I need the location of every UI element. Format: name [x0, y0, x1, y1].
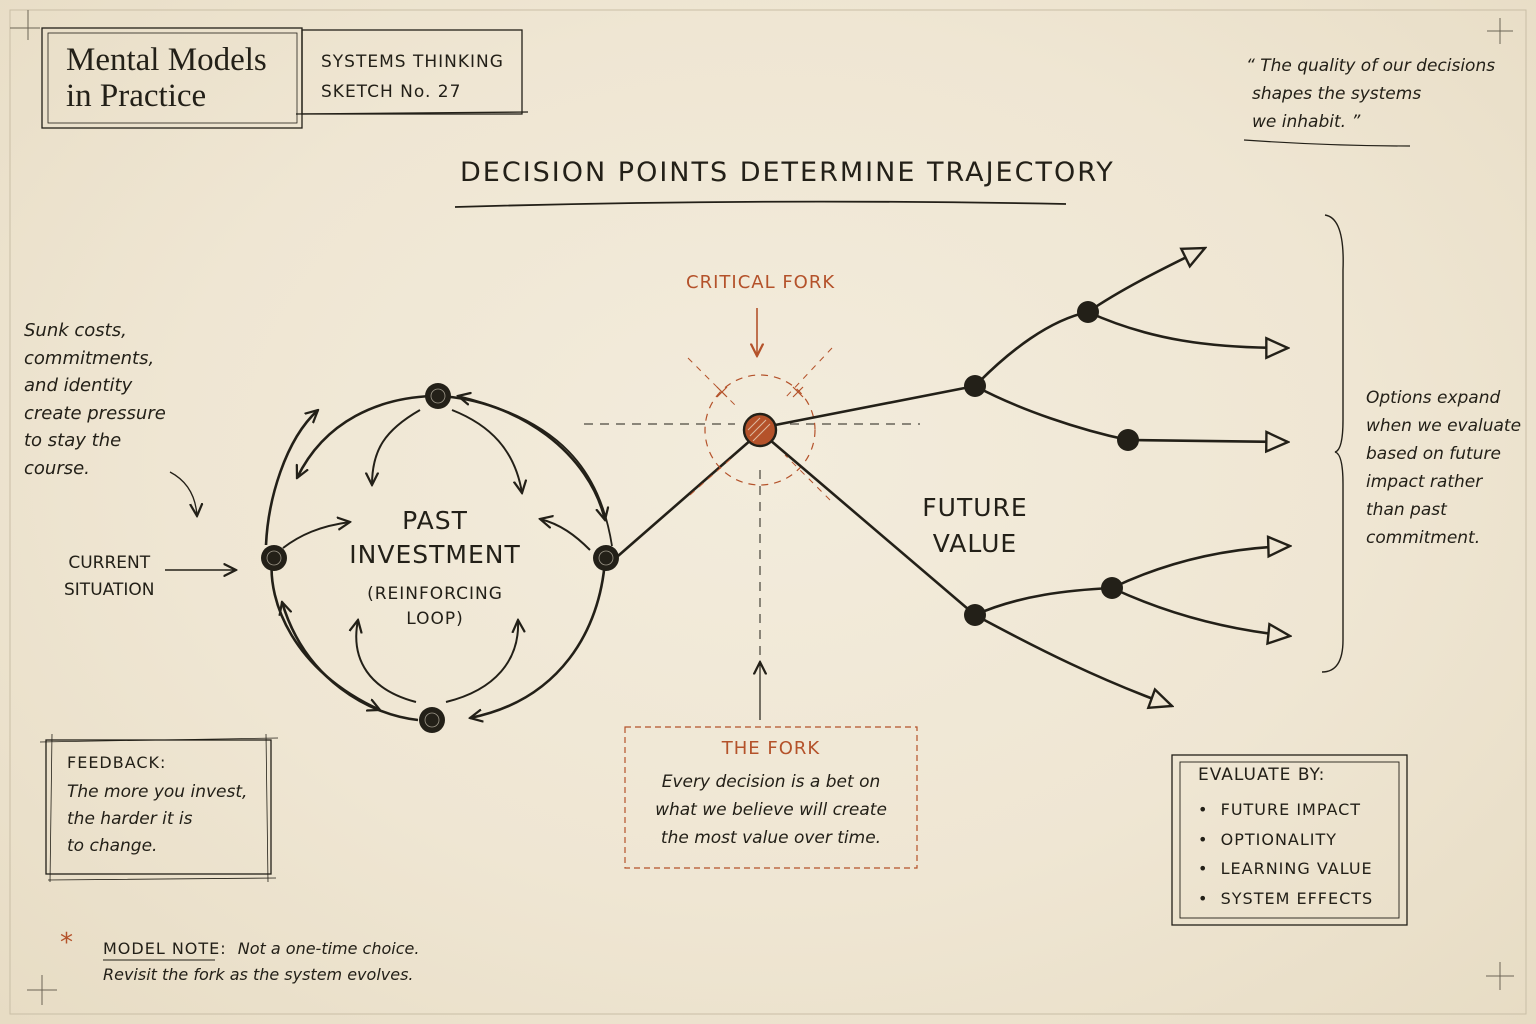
current-situation-line-2: SITUATION	[64, 580, 155, 600]
right-note-line-2: when we evaluate	[1366, 416, 1522, 436]
feedback-line-1: The more you invest,	[67, 782, 248, 802]
future-value-line-1: FUTURE	[922, 493, 1028, 522]
quote-underline	[1243, 139, 1411, 147]
fork-guides	[584, 308, 920, 720]
evaluate-item-1: • FUTURE IMPACT	[1198, 800, 1362, 819]
header-title: Mental Models in Practice	[66, 42, 267, 114]
feedback-box-frame	[39, 733, 279, 883]
fork-line-3: the most value over time.	[660, 828, 882, 848]
evaluate-item-3-text: LEARNING VALUE	[1220, 859, 1373, 878]
evaluate-item-2: • OPTIONALITY	[1198, 829, 1338, 849]
main-title: DECISION POINTS DETERMINE TRAJECTORY	[460, 157, 1115, 188]
critical-fork-node	[742, 412, 778, 448]
right-brace	[1321, 214, 1344, 673]
evaluate-item-1-text: FUTURE IMPACT	[1220, 800, 1362, 819]
reinforcing-loop	[264, 396, 613, 720]
left-note: Sunk costs, commitments, and identity cr…	[24, 317, 166, 482]
header-subtitle: SYSTEMS THINKING SKETCH No. 27	[321, 47, 504, 107]
left-note-line-2: commitments,	[24, 347, 155, 369]
model-note-line-1: MODEL NOTE: Not a one-time choice.	[103, 939, 419, 958]
left-note-line-5: to stay the	[24, 430, 122, 451]
paper-border	[9, 9, 1527, 1015]
evaluate-item-4-text: SYSTEM EFFECTS	[1220, 888, 1374, 908]
feedback-line-3: to change.	[67, 836, 158, 856]
title-underline	[454, 200, 1067, 208]
branch-tree	[769, 248, 1290, 706]
right-note-line-6: commitment.	[1366, 528, 1481, 548]
evaluate-box-title: EVALUATE BY:	[1198, 765, 1326, 785]
left-note-arrow	[169, 471, 197, 516]
fork-box-frame	[624, 726, 918, 869]
model-note-asterisk: *	[60, 928, 73, 958]
header-subtitle-line-2: SKETCH No. 27	[321, 82, 462, 102]
quote-line-3: we inhabit. ”	[1252, 112, 1361, 132]
header-subtitle-line-1: SYSTEMS THINKING	[321, 52, 504, 72]
loop-nodes	[261, 383, 619, 733]
left-note-line-4: create pressure	[24, 402, 166, 424]
quote: “ The quality of our decisions shapes th…	[1246, 52, 1495, 136]
loop-title-line-2: INVESTMENT	[349, 540, 521, 569]
model-note-text: Not a one-time choice.	[237, 939, 420, 958]
quote-line-1: “ The quality of our decisions	[1246, 56, 1496, 76]
left-note-line-3: and identity	[24, 375, 133, 396]
right-note: Options expand when we evaluate based on…	[1366, 384, 1521, 552]
feedback-box-body: The more you invest, the harder it is to…	[67, 779, 247, 860]
branch-nodes	[964, 301, 1139, 626]
evaluate-item-4: • SYSTEM EFFECTS	[1198, 888, 1374, 908]
loop-subtitle-line-2: LOOP)	[406, 609, 464, 629]
feedback-box-title: FEEDBACK:	[67, 753, 167, 772]
loop-subtitle-line-1: (REINFORCING	[367, 584, 503, 604]
model-note-line-2: Revisit the fork as the system evolves.	[103, 965, 414, 984]
current-situation-line-1: CURRENT	[68, 553, 151, 573]
left-note-line-6: course.	[24, 457, 90, 479]
critical-fork-label: CRITICAL FORK	[686, 272, 836, 293]
right-note-line-3: based on future	[1366, 444, 1501, 464]
evaluate-item-2-text: OPTIONALITY	[1220, 829, 1338, 849]
header-title-line-1: Mental Models	[66, 42, 267, 78]
header-frame	[41, 27, 529, 129]
loop-title: PAST INVESTMENT	[340, 504, 530, 572]
header-title-line-2: in Practice	[66, 78, 207, 114]
model-note-label: MODEL NOTE:	[103, 939, 227, 958]
right-note-line-5: than past	[1366, 500, 1447, 520]
loop-title-line-1: PAST	[402, 506, 468, 535]
loop-to-fork-line	[617, 431, 761, 557]
fork-box-title: THE FORK	[721, 738, 821, 759]
right-note-line-4: impact rather	[1366, 472, 1483, 492]
left-note-line-1: Sunk costs,	[24, 320, 127, 341]
fork-line-2: what we believe will create	[655, 800, 887, 820]
future-value-label: FUTURE VALUE	[905, 490, 1045, 562]
current-situation-label: CURRENT SITUATION	[64, 550, 154, 604]
evaluate-box-list: • FUTURE IMPACT • OPTIONALITY • LEARNING…	[1198, 795, 1373, 913]
evaluate-box-frame	[1171, 754, 1408, 926]
feedback-line-2: the harder it is	[67, 809, 193, 829]
evaluate-item-3: • LEARNING VALUE	[1198, 859, 1373, 878]
loop-subtitle: (REINFORCING LOOP)	[355, 582, 515, 632]
fork-line-1: Every decision is a bet on	[661, 772, 881, 792]
quote-line-2: shapes the systems	[1252, 84, 1422, 104]
future-value-line-2: VALUE	[932, 529, 1018, 558]
right-note-line-1: Options expand	[1366, 388, 1501, 408]
fork-box-body: Every decision is a bet on what we belie…	[625, 768, 917, 852]
